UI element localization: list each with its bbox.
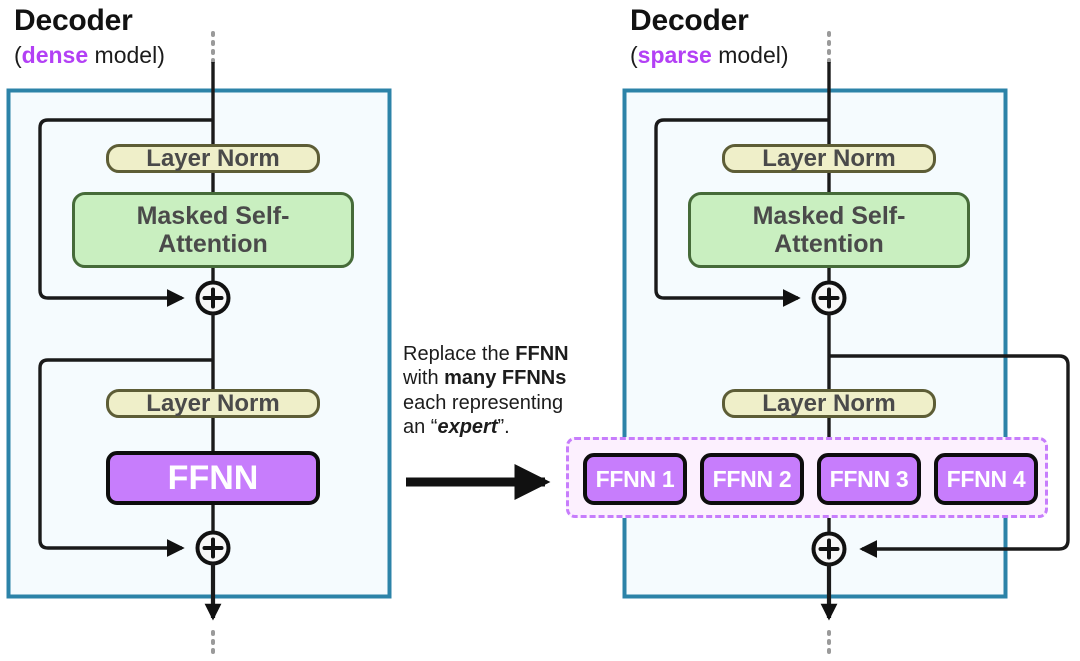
dense-panel-subtitle: (dense model) (14, 44, 165, 67)
sparse-attn-line-2: Attention (774, 230, 884, 258)
caption-line-2-plain: with (403, 367, 445, 390)
sparse-layer-norm-2: Layer Norm (722, 389, 936, 418)
expert-ffnn-1: FFNN 1 (583, 453, 687, 505)
expert-ffnn-3: FFNN 3 (817, 453, 921, 505)
sparse-panel-title: Decoder (630, 4, 749, 37)
sparse-subtitle-accent: sparse (637, 42, 712, 68)
caption-line-4: an “expert”. (403, 415, 618, 439)
dense-subtitle-suffix: model) (88, 42, 165, 68)
expert-ffnn-4: FFNN 4 (934, 453, 1038, 505)
caption-line-1-plain: Replace the (403, 343, 516, 365)
dense-attn-line-2: Attention (158, 230, 268, 258)
sparse-attn-line-1: Masked Self- (752, 201, 906, 230)
expert-ffnn-2: FFNN 2 (700, 453, 804, 505)
dense-decoder-container (6, 88, 392, 599)
transform-caption: Replace the FFNN with many FFNNs each re… (403, 342, 618, 440)
caption-line-4-tail: ”. (497, 416, 510, 439)
dense-subtitle-prefix: ( (14, 42, 22, 68)
dense-subtitle-accent: dense (21, 42, 89, 68)
dense-residual-2 (38, 358, 213, 557)
dense-layer-norm-2: Layer Norm (106, 389, 320, 418)
sparse-subtitle-suffix: model) (711, 42, 789, 68)
sparse-residual-2 (829, 354, 1070, 558)
sparse-layer-norm-1: Layer Norm (722, 144, 936, 173)
caption-line-4-italic: expert (437, 416, 498, 439)
sparse-residual-1 (654, 118, 829, 307)
dense-ffnn: FFNN (106, 451, 320, 505)
caption-line-1: Replace the FFNN (403, 342, 618, 366)
caption-line-1-bold: FFNN (515, 343, 569, 365)
caption-line-2-bold: many FFNNs (444, 367, 567, 390)
experts-group: FFNN 1 FFNN 2 FFNN 3 FFNN 4 (566, 437, 1048, 518)
dense-masked-self-attention: Masked Self- Attention (72, 192, 354, 268)
dense-residual-1 (38, 118, 213, 307)
sparse-panel-subtitle: (sparse model) (630, 44, 789, 67)
dense-panel-title: Decoder (14, 4, 133, 37)
sparse-masked-self-attention: Masked Self- Attention (688, 192, 970, 268)
dense-layer-norm-1: Layer Norm (106, 144, 320, 173)
dense-attn-line-1: Masked Self- (136, 201, 290, 230)
caption-line-4-plain: an “ (403, 416, 438, 439)
sparse-subtitle-prefix: ( (630, 42, 638, 68)
caption-line-2: with many FFNNs (403, 366, 618, 390)
caption-line-3: each representing (403, 391, 564, 414)
